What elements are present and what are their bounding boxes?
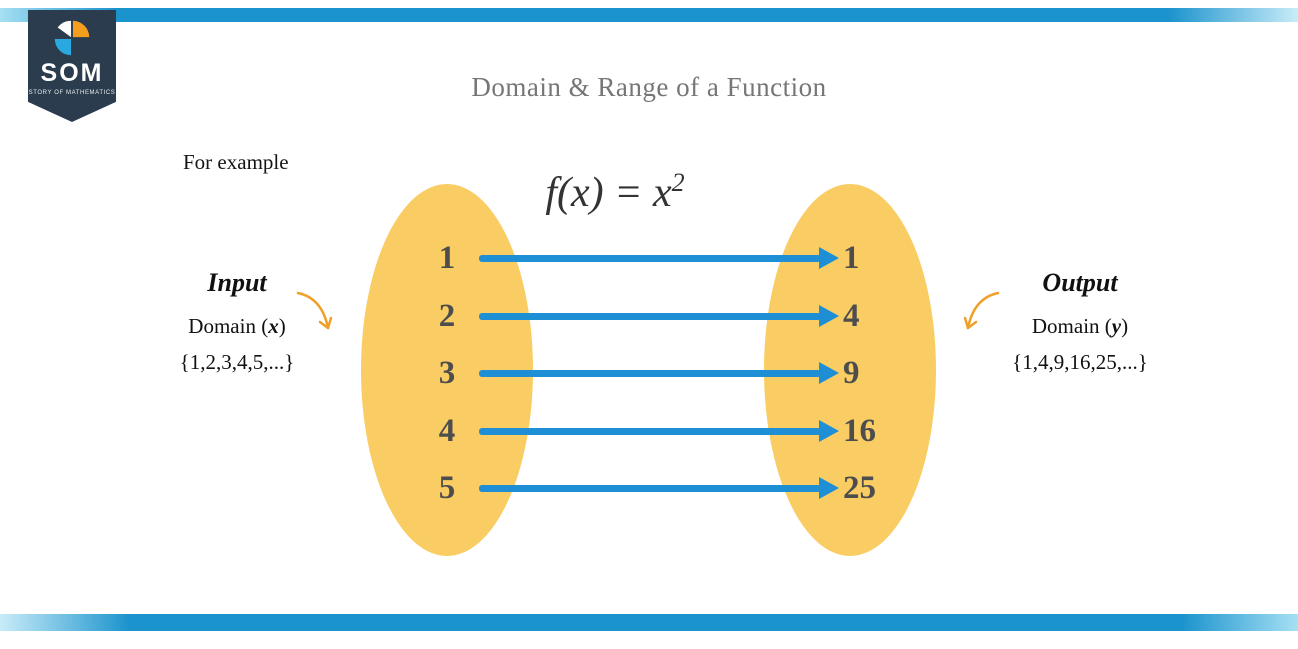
logo-banner: SOM STORY OF MATHEMATICS bbox=[28, 10, 116, 122]
example-label: For example bbox=[183, 150, 289, 174]
mapping-arrow-line bbox=[479, 428, 821, 435]
input-set: {1,2,3,4,5,...} bbox=[179, 350, 295, 374]
page-title: Domain & Range of a Function bbox=[471, 72, 827, 102]
logo-tagline: STORY OF MATHEMATICS bbox=[28, 90, 116, 96]
output-set: {1,4,9,16,25,...} bbox=[1012, 350, 1148, 374]
output-domain-suffix: ) bbox=[1121, 314, 1129, 338]
output-value: 1 bbox=[843, 240, 860, 276]
input-value: 4 bbox=[438, 413, 456, 449]
mapping-arrow-line bbox=[479, 370, 821, 377]
output-variable: y bbox=[1111, 314, 1122, 338]
som-logo-icon bbox=[54, 20, 90, 56]
mapping-arrowhead-icon bbox=[819, 362, 839, 384]
mapping-arrow-line bbox=[479, 313, 821, 320]
top-accent-bar bbox=[0, 8, 1298, 22]
input-value: 3 bbox=[438, 355, 456, 391]
mapping-arrowhead-icon bbox=[819, 477, 839, 499]
input-domain-label: Domain (x) bbox=[137, 314, 337, 339]
input-label-block: Input Domain (x) {1,2,3,4,5,...} bbox=[137, 268, 337, 375]
output-domain-prefix: Domain ( bbox=[1031, 314, 1112, 338]
input-variable: x bbox=[268, 314, 279, 338]
logo-text: SOM bbox=[40, 59, 104, 87]
output-domain-label: Domain (y) bbox=[980, 314, 1180, 339]
output-value: 4 bbox=[843, 298, 860, 334]
mapping-row: 1 1 bbox=[361, 237, 951, 279]
mapping-arrowhead-icon bbox=[819, 420, 839, 442]
mapping-arrow-line bbox=[479, 255, 821, 262]
curved-arrow-left-icon bbox=[296, 291, 333, 330]
output-title: Output bbox=[1042, 268, 1118, 297]
mapping-row: 4 16 bbox=[361, 410, 951, 452]
output-value: 16 bbox=[843, 413, 876, 449]
mapping-arrowhead-icon bbox=[819, 247, 839, 269]
output-value: 9 bbox=[843, 355, 860, 391]
input-domain-prefix: Domain ( bbox=[188, 314, 269, 338]
formula-base: f(x) = x bbox=[545, 170, 672, 216]
input-value: 5 bbox=[438, 470, 456, 506]
input-title: Input bbox=[207, 268, 267, 297]
curved-arrow-right-icon bbox=[963, 291, 1000, 330]
mapping-row: 2 4 bbox=[361, 295, 951, 337]
mapping-row: 5 25 bbox=[361, 467, 951, 509]
output-value: 25 bbox=[843, 470, 876, 506]
input-value: 2 bbox=[438, 298, 456, 334]
formula: f(x) = x2 bbox=[455, 168, 775, 217]
output-label-block: Output Domain (y) {1,4,9,16,25,...} bbox=[980, 268, 1180, 375]
mapping-row: 3 9 bbox=[361, 352, 951, 394]
bottom-accent-bar bbox=[0, 614, 1298, 631]
input-value: 1 bbox=[438, 240, 456, 276]
mapping-arrow-line bbox=[479, 485, 821, 492]
formula-exponent: 2 bbox=[671, 168, 685, 197]
mapping-arrowhead-icon bbox=[819, 305, 839, 327]
input-domain-suffix: ) bbox=[278, 314, 286, 338]
